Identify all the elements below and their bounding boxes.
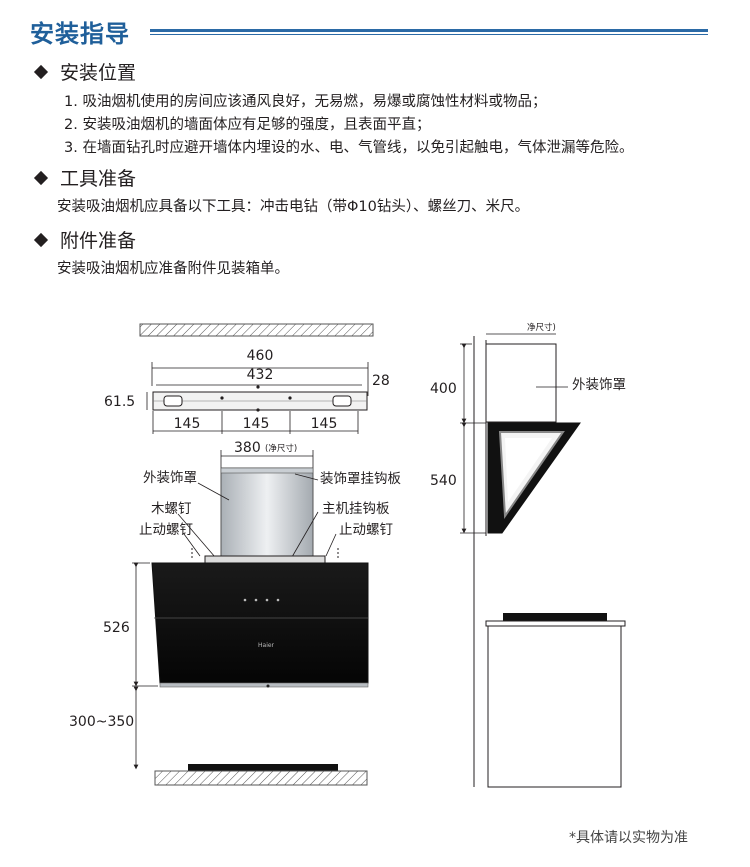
hood-glass-panel <box>151 562 369 684</box>
section-heading-accessories: 附件准备 <box>32 226 136 253</box>
label-main-hook-plate: 主机挂钩板 <box>322 501 390 517</box>
dim-432: 432 <box>247 367 274 383</box>
brand-logo: Haier <box>258 642 275 649</box>
tools-line: 安装吸油烟机应具备以下工具：冲击电钻（带Φ10钻头）、螺丝刀、米尺。 <box>57 199 530 215</box>
section-heading-location: 安装位置 <box>32 58 136 85</box>
label-cover-hook-plate: 装饰罩挂钩板 <box>320 471 401 487</box>
label-stop-screw-right: 止动螺钉 <box>339 522 393 538</box>
side-cabinet <box>487 625 622 788</box>
hood-bottom-trim <box>159 682 369 688</box>
accessories-line: 安装吸油烟机应准备附件见装箱单。 <box>57 261 289 277</box>
title-rule-thin <box>150 34 708 35</box>
page-title: 安装指导 <box>30 20 130 48</box>
label-outer-cover: 外装饰罩 <box>143 470 197 486</box>
dim-460: 460 <box>247 348 274 364</box>
label-stop-screw-left: 止动螺钉 <box>139 522 193 538</box>
control-buttons <box>243 598 280 602</box>
dim-28: 28 <box>372 373 390 389</box>
footnote: *具体请以实物为准 <box>569 830 688 846</box>
location-line-1: 1. 吸油烟机使用的房间应该通风良好，无易燃，易爆或腐蚀性材料或物品； <box>64 94 547 110</box>
dim-526: 526 <box>103 620 130 636</box>
plate-hook-right <box>332 395 352 407</box>
dim-net-1: (净尺寸) <box>265 443 297 454</box>
dim-380: 380 <box>234 440 261 456</box>
ceiling-hatch <box>139 323 374 337</box>
counter-hatch <box>154 770 368 786</box>
dim-300-350: 300~350 <box>69 714 134 730</box>
section-heading-tools: 工具准备 <box>32 164 136 191</box>
location-line-2: 2. 安装吸油烟机的墙面体应有足够的强度，且表面平直； <box>64 117 431 133</box>
side-dim-540: 540 <box>430 473 457 489</box>
title-rule <box>150 29 708 32</box>
side-stove <box>503 613 607 621</box>
location-line-3: 3. 在墙面钻孔时应避开墙体内埋设的水、电、气管线，以免引起触电，气体泄漏等危险… <box>64 140 634 156</box>
side-chimney <box>485 343 557 423</box>
dim-145-1: 145 <box>174 416 201 432</box>
dim-145-3: 145 <box>311 416 338 432</box>
label-wood-screw: 木螺钉 <box>151 501 192 517</box>
chimney-cover <box>220 467 314 559</box>
side-dim-400: 400 <box>430 381 457 397</box>
side-net-dim: 净尺寸) <box>527 322 556 333</box>
dim-61-5: 61.5 <box>104 394 135 410</box>
stove-top <box>188 764 338 771</box>
dim-145-2: 145 <box>243 416 270 432</box>
label-side-cover: 外装饰罩 <box>572 377 626 393</box>
plate-hook-left <box>163 395 183 407</box>
